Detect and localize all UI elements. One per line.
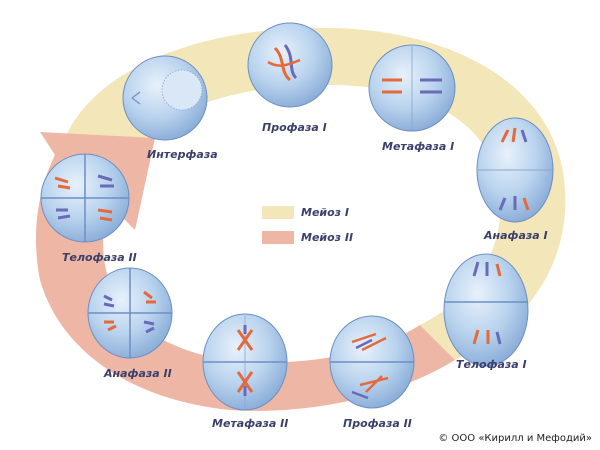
label-anaphase-2: Анафаза II (104, 367, 172, 380)
label-anaphase-1: Анафаза I (484, 229, 548, 242)
copyright-notice: © ООО «Кирилл и Мефодий» (438, 433, 592, 444)
legend-meiosis-1: Мейоз I (262, 206, 349, 219)
cell-metaphase-2 (202, 313, 288, 411)
cell-anaphase-1 (476, 117, 554, 223)
label-metaphase-1: Метафаза I (382, 140, 455, 153)
legend-label-meiosis-1: Мейоз I (301, 206, 349, 219)
cell-prophase-1 (247, 22, 333, 108)
cell-prophase-2 (329, 315, 415, 409)
legend-meiosis-2: Мейоз II (262, 231, 353, 244)
legend-swatch-meiosis-2 (262, 231, 294, 244)
label-metaphase-2: Метафаза II (212, 417, 289, 430)
label-telophase-2: Телофаза II (62, 251, 137, 264)
label-interphase: Интерфаза (147, 148, 218, 161)
cell-telophase-1 (443, 253, 529, 367)
cell-telophase-2 (40, 153, 130, 243)
label-telophase-1: Телофаза I (456, 358, 527, 371)
cell-anaphase-2 (87, 267, 173, 359)
label-prophase-1: Профаза I (262, 121, 327, 134)
cell-interphase (122, 55, 208, 141)
label-prophase-2: Профаза II (343, 417, 412, 430)
cell-metaphase-1 (368, 44, 456, 132)
legend-label-meiosis-2: Мейоз II (301, 231, 354, 244)
legend-swatch-meiosis-1 (262, 206, 294, 219)
